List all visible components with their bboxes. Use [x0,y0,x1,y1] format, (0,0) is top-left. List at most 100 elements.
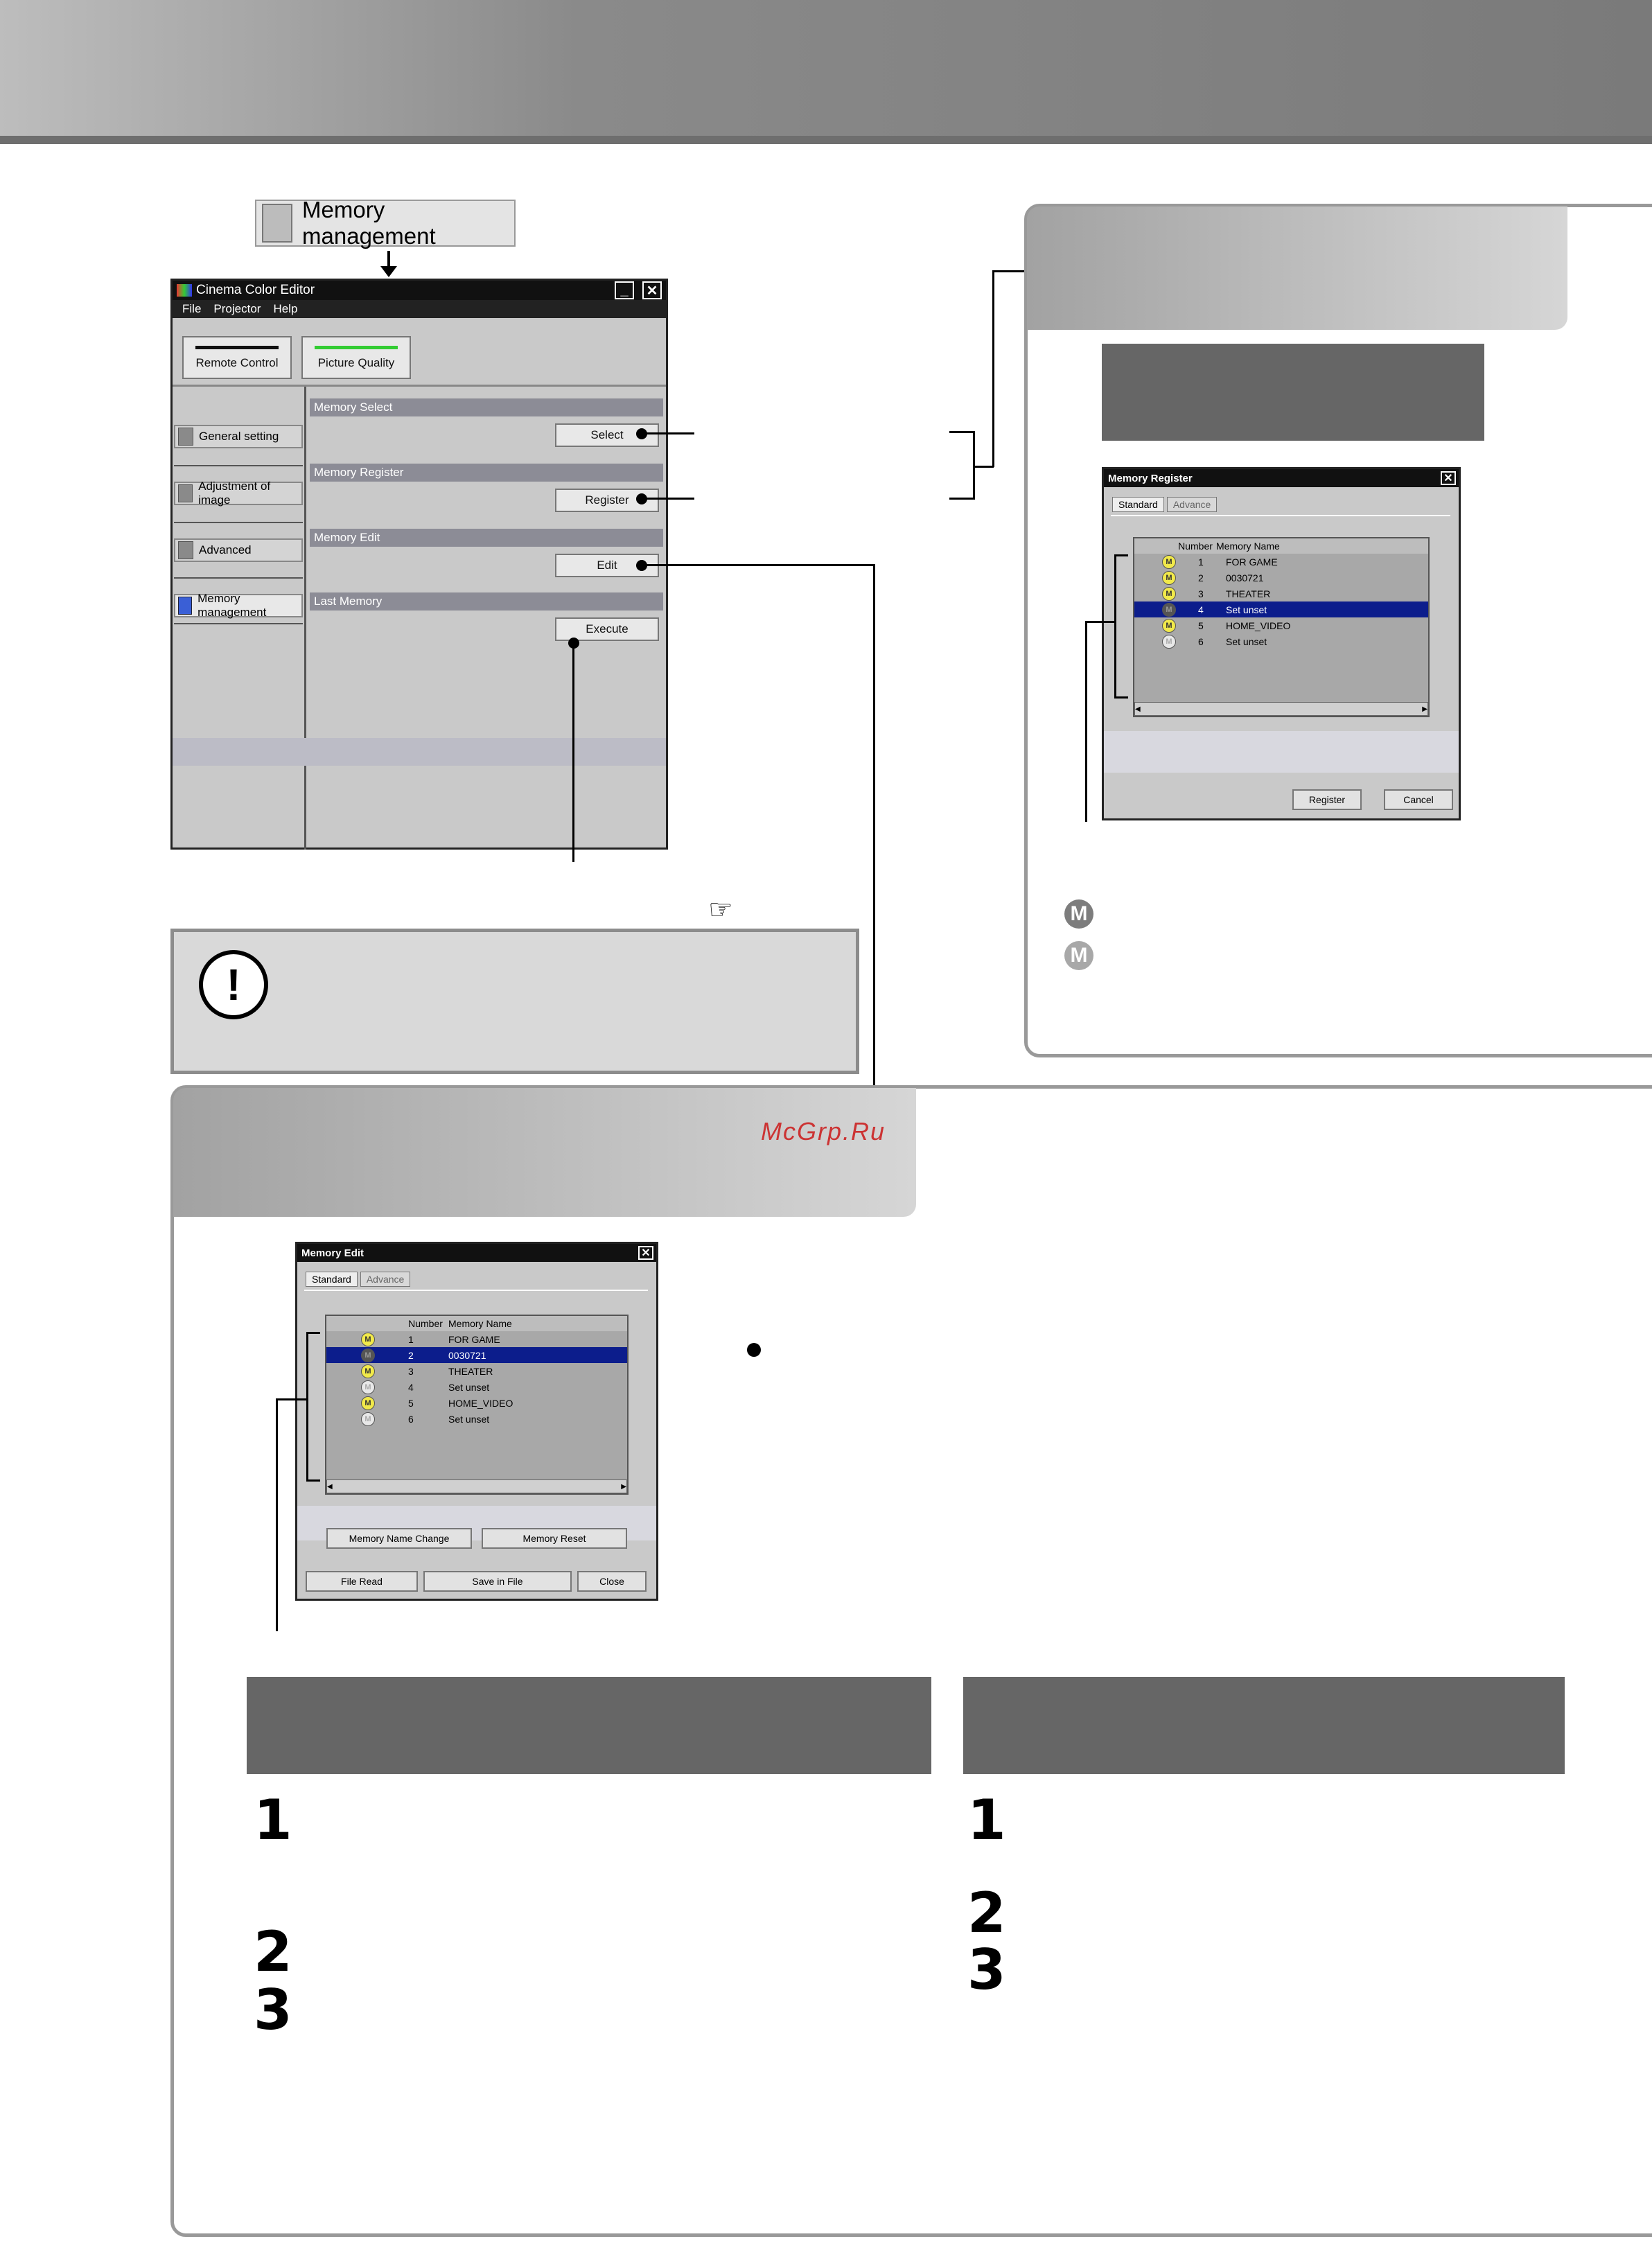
watermark-text: McGrp.Ru [761,1117,886,1145]
picture-quality-button[interactable]: Picture Quality [301,336,411,379]
bottom-panel-heading [173,1088,916,1217]
tab-advance[interactable]: Advance [1166,497,1218,512]
select-button[interactable]: Select [555,423,659,447]
step-number: 1 [967,1788,1006,1852]
sidebar-item-memory-management[interactable]: Memory management [174,592,303,619]
save-in-file-button[interactable]: Save in File [423,1571,572,1592]
arrow-down-icon [380,266,397,277]
bracket-top [949,431,974,433]
list-bracket-bottom [306,1479,320,1482]
register-dialog-register-button[interactable]: Register [1292,789,1362,810]
bracket-bottom [949,498,974,500]
bottom-panel [170,1085,1652,2237]
window-title: Cinema Color Editor [196,283,315,297]
connector-up [992,270,994,467]
menu-file[interactable]: File [182,302,202,315]
memory-icon: M [1162,602,1176,617]
menu-projector[interactable]: Projector [213,302,261,315]
sidebar-square-icon [178,428,193,446]
row-name: HOME_VIDEO [448,1397,513,1409]
section-last-memory: Last Memory [310,592,663,611]
file-read-button[interactable]: File Read [306,1571,418,1592]
row-name: FOR GAME [448,1333,500,1345]
menu-help[interactable]: Help [273,302,298,315]
row-number: 5 [1198,620,1204,631]
list-header: Number Memory Name [326,1316,627,1331]
memory-icon: M [361,1412,375,1426]
scroll-left-icon[interactable]: ◀ [1135,705,1141,713]
list-bracket-top [306,1332,320,1334]
remote-control-button[interactable]: Remote Control [182,336,292,379]
execute-button[interactable]: Execute [555,617,659,641]
list-bracket-top [1114,554,1128,556]
sidebar-sep [174,465,303,466]
execute-label: Execute [586,622,629,635]
button-label: Save in File [472,1576,523,1587]
sidebar-item-adjustment-of-image[interactable]: Adjustment of image [174,480,303,507]
memory-management-button[interactable]: Memory management [255,197,516,249]
scroll-left-icon[interactable]: ◀ [327,1482,333,1491]
connector-right [992,270,1026,272]
tab-standard[interactable]: Standard [306,1272,358,1287]
close-icon[interactable]: ✕ [1441,471,1456,485]
step-number: 2 [254,1920,292,1984]
row-number: 6 [408,1413,414,1425]
header-band [0,0,1652,144]
edit-label: Edit [597,559,617,572]
section-title: Memory Edit [314,531,380,544]
close-icon[interactable]: ✕ [638,1246,653,1260]
tab-standard[interactable]: Standard [1112,497,1164,512]
close-icon[interactable]: ✕ [642,281,662,299]
memory-icon: M [361,1348,375,1362]
tab-advance[interactable]: Advance [360,1272,411,1287]
close-button[interactable]: Close [577,1571,647,1592]
memory-reset-button[interactable]: Memory Reset [482,1528,627,1549]
dialog-title: Memory Edit [301,1247,364,1259]
edit-callout-line [642,564,875,566]
sidebar-sep [174,522,303,523]
sidebar-item-general-setting[interactable]: General setting [174,425,303,448]
list-bracket [306,1332,308,1482]
scroll-right-icon[interactable]: ▶ [1422,705,1427,713]
row-name: 0030721 [1226,572,1264,583]
window-titlebar: Cinema Color Editor _ ✕ [173,281,666,300]
exclamation-icon: ! [199,950,268,1019]
callout-line [642,498,694,500]
row-name: THEATER [1226,588,1271,599]
row-name: HOME_VIDEO [1226,620,1291,631]
bullet-dot [747,1343,761,1357]
divider [173,385,666,387]
memory-name-change-button[interactable]: Memory Name Change [326,1528,472,1549]
edit-callout-vertical [873,564,875,1085]
horizontal-scrollbar[interactable]: ◀▶ [326,1479,627,1493]
indicator-bar [195,345,279,349]
sidebar-divider [304,387,306,850]
callout-line [642,432,694,434]
row-number: 6 [1198,635,1204,647]
register-label: Register [585,493,629,507]
memory-set-icon: M [1064,899,1093,929]
minimize-icon[interactable]: _ [615,281,634,299]
register-dialog-cancel-button[interactable]: Cancel [1384,789,1453,810]
header-memory-name: Memory Name [448,1318,512,1329]
table-row[interactable]: M 6 Set unset [326,1411,627,1427]
scroll-right-icon[interactable]: ▶ [621,1482,626,1491]
sidebar-item-advanced[interactable]: Advanced [174,538,303,562]
row-name: Set unset [448,1413,490,1425]
row-name: 0030721 [448,1349,486,1361]
section-memory-edit: Memory Edit [310,529,663,547]
horizontal-scrollbar[interactable]: ◀▶ [1134,702,1428,716]
